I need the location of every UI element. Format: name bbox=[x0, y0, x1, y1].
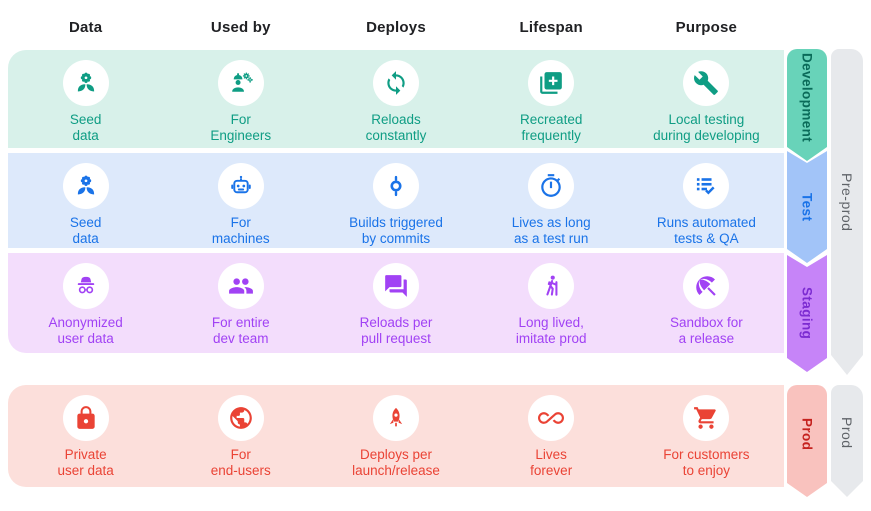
sync-icon bbox=[372, 60, 419, 106]
ribbon-development-label: Development bbox=[799, 53, 815, 143]
ribbon-prod-label: Prod bbox=[799, 417, 815, 451]
ribbon-test-label: Test bbox=[799, 192, 815, 222]
chat-icon bbox=[372, 263, 419, 309]
umbrella-icon bbox=[683, 263, 730, 309]
commit-icon bbox=[372, 163, 419, 209]
seed-icon bbox=[62, 60, 109, 106]
staging-cell-lifespan: Long lived,imitate prod bbox=[474, 253, 629, 353]
ribbon-development: Development bbox=[787, 49, 827, 161]
cart-icon bbox=[683, 395, 730, 441]
ribbon-pre-prod-group: Pre-prod bbox=[831, 49, 863, 375]
cell-label: Long lived,imitate prod bbox=[515, 315, 587, 346]
column-header-lifespan: Lifespan bbox=[519, 19, 583, 36]
column-header-purpose: Purpose bbox=[675, 19, 738, 36]
wrench-icon bbox=[683, 60, 730, 106]
column-headers: Data Used by Deploys Lifespan Purpose bbox=[8, 19, 784, 36]
group-icon bbox=[217, 263, 264, 309]
robot-icon bbox=[217, 163, 264, 209]
ribbon-prod: Prod bbox=[787, 385, 827, 497]
rocket-icon bbox=[372, 395, 419, 441]
ribbon-test: Test bbox=[787, 151, 827, 263]
seed-icon bbox=[62, 163, 109, 209]
hiking-icon bbox=[528, 263, 575, 309]
infinity-icon bbox=[528, 395, 575, 441]
engineer-icon bbox=[217, 60, 264, 106]
ribbon-prod-group-label: Prod bbox=[839, 417, 855, 449]
ribbon-prod-group: Prod bbox=[831, 385, 863, 497]
ribbon-pre-prod-label: Pre-prod bbox=[839, 172, 855, 232]
column-header-used-by: Used by bbox=[210, 19, 271, 36]
incognito-icon bbox=[62, 263, 109, 309]
timer-icon bbox=[528, 163, 575, 209]
ribbon-staging: Staging bbox=[787, 255, 827, 372]
column-header-deploys: Deploys bbox=[366, 19, 426, 36]
checklist-icon bbox=[683, 163, 730, 209]
ribbon-staging-label: Staging bbox=[799, 287, 815, 340]
lock-icon bbox=[62, 395, 109, 441]
column-header-data: Data bbox=[68, 19, 103, 36]
library-add-icon bbox=[528, 60, 575, 106]
globe-icon bbox=[217, 395, 264, 441]
